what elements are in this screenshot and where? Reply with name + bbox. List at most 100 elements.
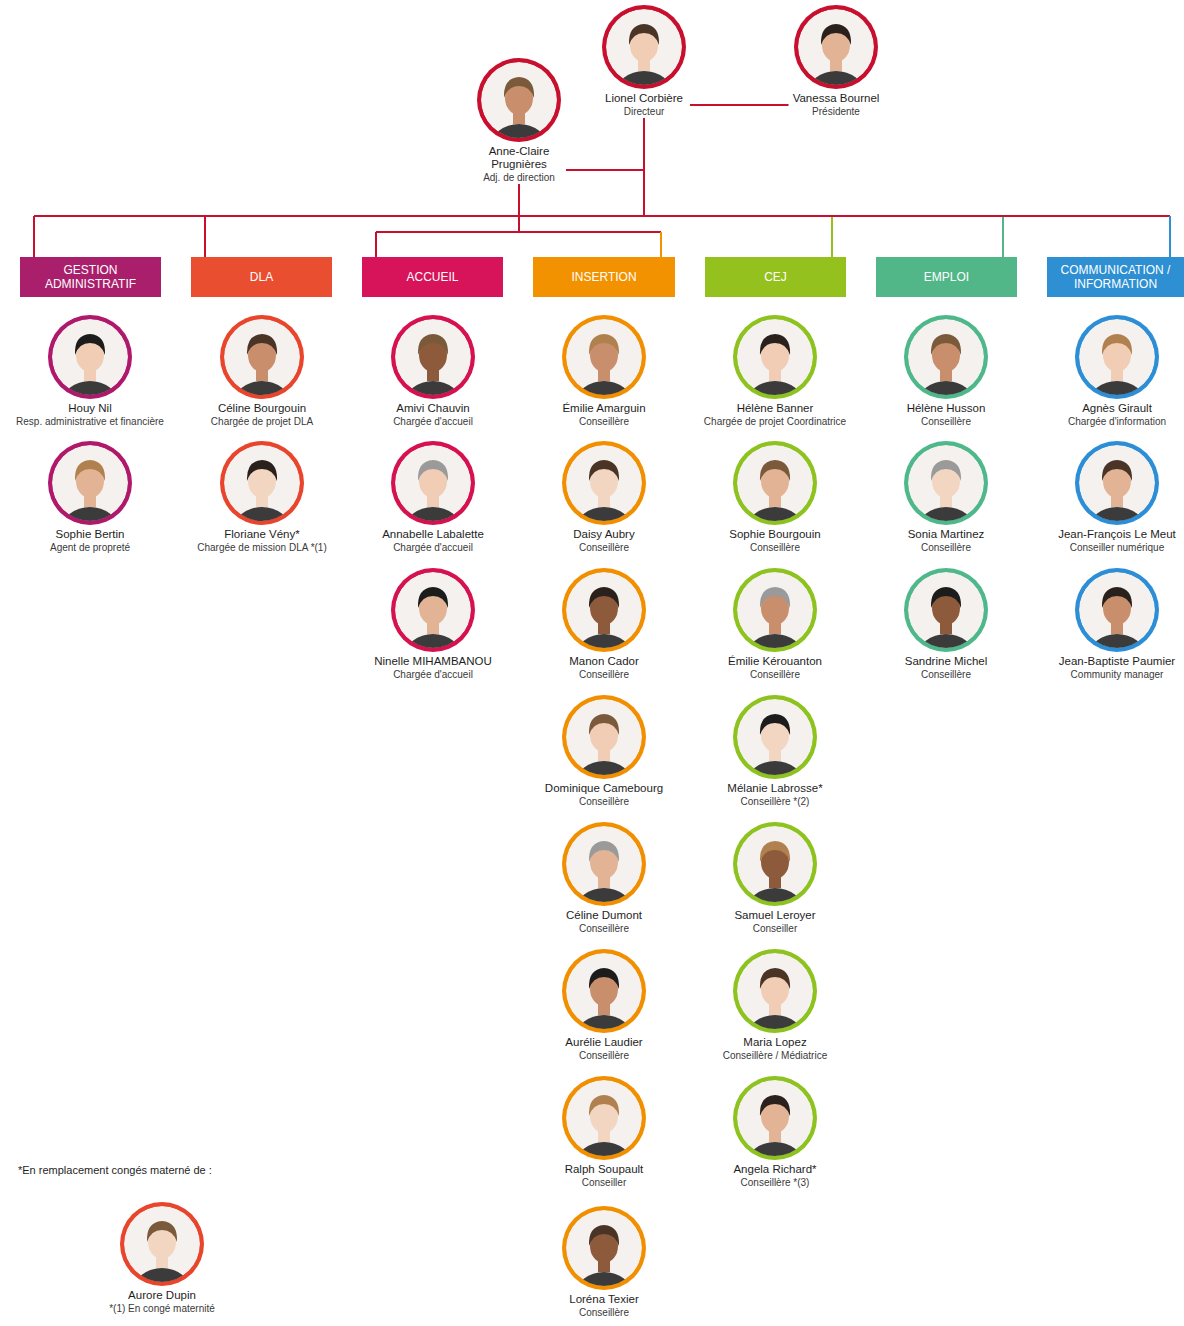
portrait-photo (220, 441, 304, 525)
portrait-photo (733, 822, 817, 906)
portrait-photo (733, 695, 817, 779)
job-title: Conseillère (921, 541, 971, 554)
staff-card: Maria LopezConseillère / Médiatrice (719, 949, 832, 1062)
portrait-photo (562, 568, 646, 652)
job-title: Conseillère (750, 668, 800, 681)
person-name: Vanessa Bournel (793, 92, 880, 105)
person-name: Lionel Corbière (605, 92, 683, 105)
staff-card: Sophie BourgouinConseillère (725, 441, 825, 554)
job-title: Resp. administrative et financière (16, 415, 164, 428)
person-name: Loréna Texier (569, 1293, 638, 1306)
staff-card: Hélène BannerChargée de projet Coordinat… (700, 315, 851, 428)
job-title: Présidente (812, 105, 860, 118)
connector-line (33, 216, 35, 257)
staff-card: Sonia MartinezConseillère (900, 441, 992, 554)
portrait-photo (477, 58, 561, 142)
org-connector (644, 118, 1170, 257)
department-name: EMPLOI (924, 270, 969, 284)
footnote: *En remplacement congés materné de : (18, 1164, 212, 1177)
staff-card: Floriane Vény*Chargée de mission DLA *(1… (193, 441, 331, 554)
portrait-photo (48, 315, 132, 399)
job-title: Agent de propreté (50, 541, 130, 554)
job-title: Chargée d'accueil (393, 668, 473, 681)
job-title: Chargée d'accueil (393, 541, 473, 554)
portrait-photo (220, 315, 304, 399)
staff-card: Jean-François Le MeutConseiller numériqu… (1054, 441, 1180, 554)
job-title: Conseillère (750, 541, 800, 554)
staff-card: Vanessa BournelPrésidente (789, 5, 884, 118)
person-name: Aurélie Laudier (565, 1036, 642, 1049)
staff-card: Hélène HussonConseillère (900, 315, 992, 428)
staff-card: Agnès GiraultChargée d'information (1064, 315, 1171, 428)
portrait-photo (733, 315, 817, 399)
staff-card: Samuel LeroyerConseiller (729, 822, 821, 935)
person-name: Agnès Girault (1082, 402, 1152, 415)
job-title: Conseiller numérique (1070, 541, 1165, 554)
connector-line (566, 118, 644, 170)
department-band: GESTION ADMINISTRATIF (20, 257, 161, 297)
staff-card: Céline BourgouinChargée de projet DLA (207, 315, 318, 428)
job-title: Conseillère (579, 541, 629, 554)
job-title: Conseillère (579, 668, 629, 681)
staff-card: Lionel CorbièreDirecteur (598, 5, 690, 118)
department-band: COMMUNICATION / INFORMATION (1047, 257, 1184, 297)
portrait-photo (794, 5, 878, 89)
org-connector (644, 118, 1003, 257)
portrait-photo (120, 1202, 204, 1286)
job-title: Adj. de direction (483, 171, 555, 184)
portrait-photo (904, 315, 988, 399)
org-connector (376, 184, 519, 257)
department-band: ACCUEIL (362, 257, 503, 297)
department-name: INSERTION (571, 270, 636, 284)
staff-card: Sandrine MichelConseillère (900, 568, 992, 681)
job-title: Conseiller (582, 1176, 626, 1189)
job-title: Conseiller (753, 922, 797, 935)
department-band: DLA (191, 257, 332, 297)
staff-card: Émilie AmarguinConseillère (558, 315, 650, 428)
staff-card: Houy NilResp. administrative et financiè… (12, 315, 168, 428)
staff-card: Dominique CamebourgConseillère (541, 695, 668, 808)
person-name: Aurore Dupin (128, 1289, 196, 1302)
job-title: Chargée d'accueil (393, 415, 473, 428)
connector-line (644, 118, 832, 216)
job-title: Conseillère (921, 668, 971, 681)
portrait-photo (904, 568, 988, 652)
portrait-photo (48, 441, 132, 525)
connector-line (376, 184, 519, 232)
person-name: Annabelle Labalette (382, 528, 484, 541)
job-title: Community manager (1071, 668, 1164, 681)
org-connector (519, 184, 661, 257)
staff-card: Anne-Claire PrugnièresAdj. de direction (472, 58, 566, 184)
person-name: Amivi Chauvin (396, 402, 470, 415)
person-name: Sandrine Michel (905, 655, 987, 668)
job-title: *(1) En congé maternité (109, 1302, 215, 1315)
person-name: Jean-Baptiste Paumier (1059, 655, 1175, 668)
job-title: Conseillère (921, 415, 971, 428)
department-name: DLA (250, 270, 273, 284)
person-name: Sonia Martinez (908, 528, 985, 541)
person-name: Manon Cador (569, 655, 639, 668)
department-name: ACCUEIL (406, 270, 458, 284)
person-name: Maria Lopez (743, 1036, 806, 1049)
job-title: Chargée d'information (1068, 415, 1166, 428)
person-name: Céline Bourgouin (218, 402, 306, 415)
staff-card: Mélanie Labrosse*Conseillère *(2) (723, 695, 827, 808)
person-name: Sophie Bertin (55, 528, 124, 541)
staff-card: Daisy AubryConseillère (558, 441, 650, 554)
person-name: Floriane Vény* (224, 528, 299, 541)
connector-line (831, 216, 833, 257)
person-name: Ralph Soupault (565, 1163, 644, 1176)
person-name: Émilie Amarguin (562, 402, 645, 415)
connector-line (644, 118, 1170, 216)
person-name: Émilie Kérouanton (728, 655, 822, 668)
portrait-photo (562, 441, 646, 525)
connector-line (204, 216, 206, 257)
job-title: Conseillère *(2) (741, 795, 810, 808)
portrait-photo (562, 695, 646, 779)
department-name: CEJ (764, 270, 787, 284)
portrait-photo (904, 441, 988, 525)
portrait-photo (602, 5, 686, 89)
person-name: Anne-Claire Prugnières (476, 145, 562, 171)
job-title: Conseillère (579, 1306, 629, 1319)
job-title: Chargée de mission DLA *(1) (197, 541, 327, 554)
